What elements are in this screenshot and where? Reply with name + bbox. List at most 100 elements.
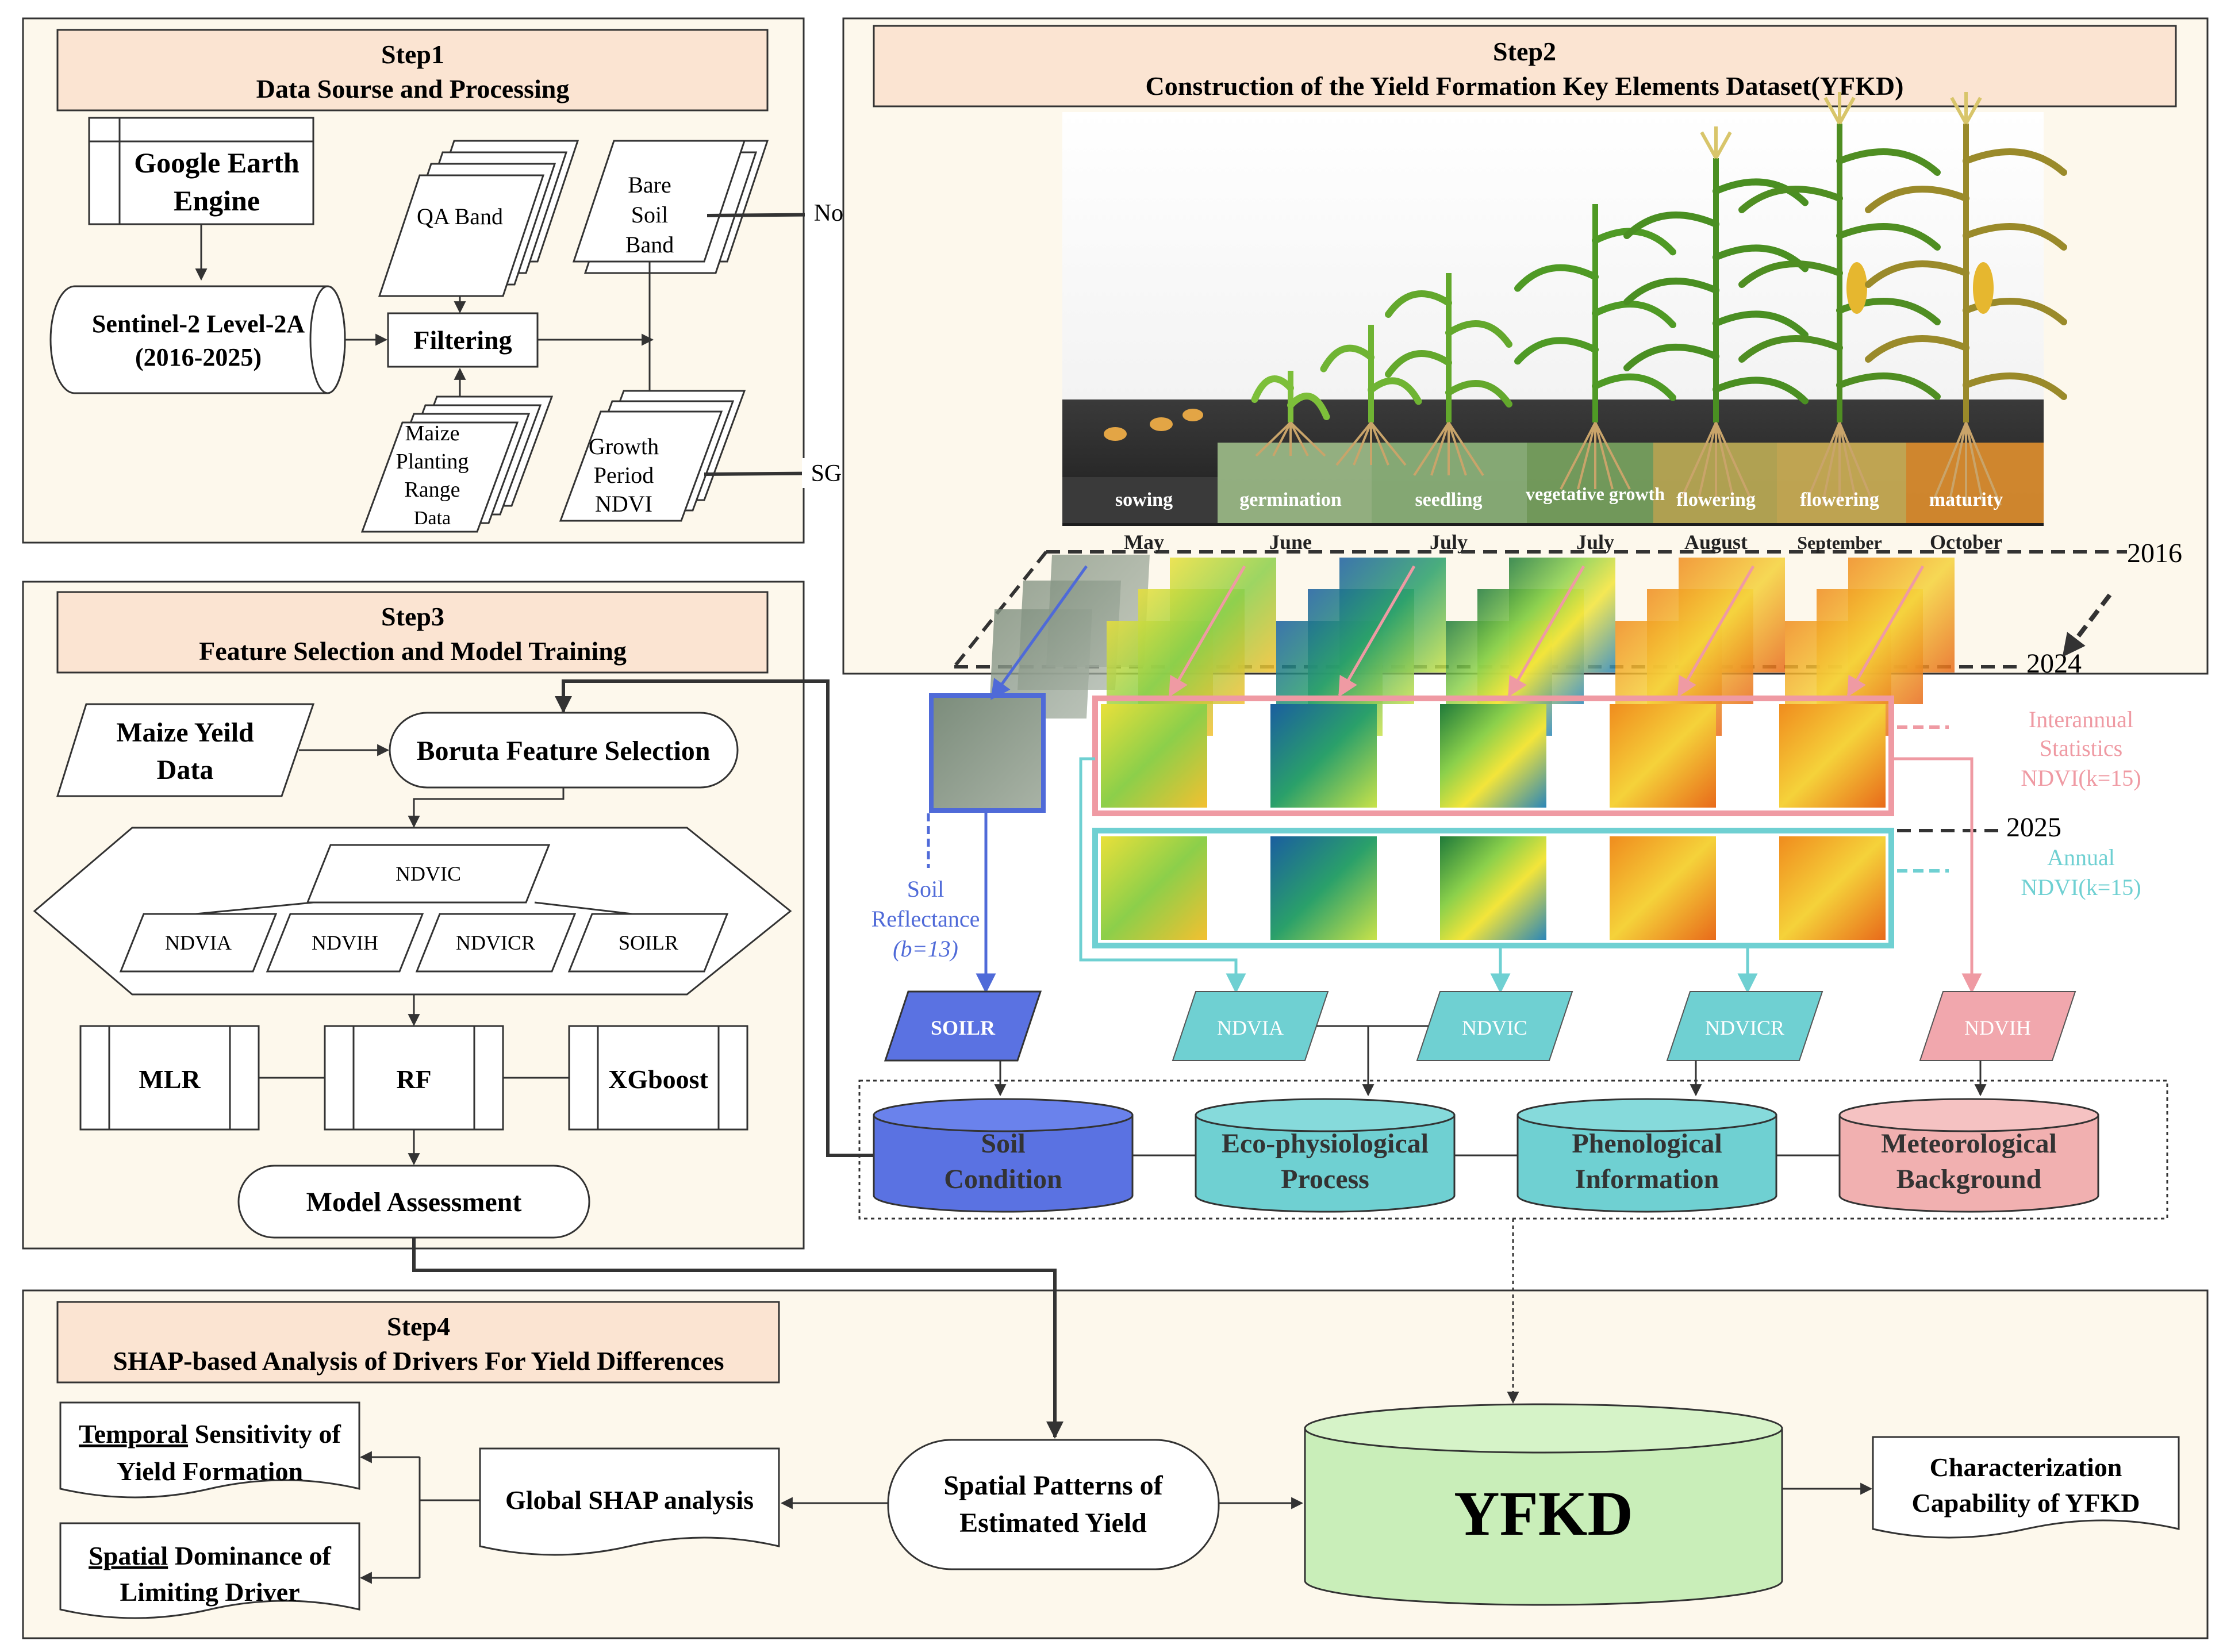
maize-yield-label-2: Data <box>157 755 214 785</box>
interannual-label-3: NDVI(k=15) <box>2021 765 2141 791</box>
characterization-doc: Characterization Capability of YFKD <box>1872 1436 2180 1539</box>
sentinel-label-1: Sentinel-2 Level-2A <box>92 310 305 338</box>
global-shap-doc: Global SHAP analysis <box>479 1447 780 1556</box>
svg-text:Spatial Dominance of: Spatial Dominance of <box>89 1541 331 1570</box>
step2-title: Step2 <box>1493 37 1556 66</box>
ndvic-tag: NDVIC <box>1462 1016 1527 1039</box>
meteorological-cylinder: Meteorological Background <box>1838 1098 2099 1213</box>
selected-features-hexagon: NDVIC NDVIA NDVIH NDVICR SOILR <box>33 827 792 996</box>
spatial-patterns-label-1: Spatial Patterns of <box>943 1470 1163 1501</box>
filtering-box: Filtering <box>387 312 539 368</box>
ndvia-feature-label: NDVIA <box>165 931 232 954</box>
sentinel-2-cylinder: Sentinel-2 Level-2A (2016-2025) <box>49 285 346 394</box>
temporal-underline-word: Temporal <box>79 1419 188 1449</box>
maize-yield-data-box: Maize Yeild Data <box>56 703 315 797</box>
maize-plant-3 <box>1514 204 1676 490</box>
maize-growth-illustration <box>1062 92 2067 526</box>
month-label-4: August <box>1684 531 1748 554</box>
step3-panel: Step3 Feature Selection and Model Traini… <box>22 581 805 1250</box>
phenological-label-2: Information <box>1575 1164 1719 1194</box>
ndvia-tag: NDVIA <box>1217 1016 1284 1039</box>
annual-label-2: NDVI(k=15) <box>2021 874 2141 900</box>
step1-panel: Step1 Data Sourse and Processing Google … <box>22 17 805 544</box>
step2-subtitle: Construction of the Yield Formation Key … <box>1146 71 1904 101</box>
qa-band-label: QA Band <box>417 203 503 229</box>
step4-subtitle: SHAP-based Analysis of Drivers For Yield… <box>113 1346 724 1376</box>
spatial-dom-label-2: Limiting Driver <box>120 1577 300 1607</box>
maize-plant-1 <box>1320 325 1422 466</box>
month-label-2: July <box>1430 531 1468 554</box>
boruta-feature-selection-box: Boruta Feature Selection <box>389 712 739 789</box>
stage-label-4: flowering <box>1676 489 1756 510</box>
phenological-label-1: Phenological <box>1572 1128 1722 1159</box>
stage-label-6: maturity <box>1929 489 2003 510</box>
soil-condition-label-1: Soil <box>981 1128 1025 1159</box>
characterization-label-1: Characterization <box>1930 1453 2122 1482</box>
spatial-patterns-label-2: Estimated Yield <box>959 1508 1147 1538</box>
meteorological-label-2: Background <box>1896 1164 2042 1194</box>
model-assessment-box: Model Assessment <box>237 1165 590 1239</box>
interannual-label-2: Statistics <box>2040 735 2122 761</box>
gee-label-1: Google Earth <box>134 147 300 179</box>
characterization-label-2: Capability of YFKD <box>1912 1488 2140 1517</box>
month-label-5: September <box>1797 532 1882 553</box>
stage-label-0: sowing <box>1115 489 1173 510</box>
svg-text:Temporal Sensitivity of: Temporal Sensitivity of <box>79 1419 341 1449</box>
maize-plant-2 <box>1385 273 1512 477</box>
google-earth-engine-box: Google Earth Engine <box>88 117 314 225</box>
soil-refl-label-1: Soil <box>907 876 944 902</box>
bare-soil-label-2: Soil <box>631 202 668 228</box>
mlr-label: MLR <box>139 1065 201 1094</box>
year-2024-label: 2024 <box>2026 648 2082 679</box>
step2-panel: Step2 Construction of the Yield Formatio… <box>842 17 2209 675</box>
maize-range-label-3: Range <box>404 478 460 502</box>
eco-physiological-label-1: Eco-physiological <box>1222 1128 1429 1159</box>
stage-label-1: germination <box>1239 489 1342 510</box>
month-label-1: June <box>1269 531 1312 554</box>
bare-soil-label-1: Bare <box>628 172 671 198</box>
maize-range-stack: Maize Planting Range Data <box>360 395 554 533</box>
model-assessment-label: Model Assessment <box>306 1187 522 1217</box>
rf-label: RF <box>396 1065 431 1094</box>
feature-connectors <box>1079 757 1982 994</box>
yfkd-label: YFKD <box>1454 1478 1633 1549</box>
soil-refl-label-3: (b=13) <box>893 936 958 962</box>
step1-title: Step1 <box>381 40 444 69</box>
meteorological-label-1: Meteorological <box>1881 1128 2057 1159</box>
xgboost-label: XGboost <box>608 1065 708 1094</box>
filtering-label: Filtering <box>413 325 512 355</box>
step3-title: Step3 <box>381 602 444 631</box>
maize-plant-5 <box>1738 92 1941 506</box>
models-row: MLR RF XGboost <box>79 1025 748 1131</box>
ndvih-feature-label: NDVIH <box>312 931 378 954</box>
growth-ndvi-label-3: NDVI <box>595 491 652 517</box>
temporal-rest: Sensitivity of <box>188 1419 341 1449</box>
sentinel-label-2: (2016-2025) <box>135 343 262 371</box>
global-shap-label: Global SHAP analysis <box>505 1485 754 1515</box>
stage-label-2: seedling <box>1415 489 1482 510</box>
maize-plant-6 <box>1865 92 2067 506</box>
soil-refl-label-2: Reflectance <box>871 906 980 932</box>
temporal-label-2: Yield Formation <box>117 1457 303 1486</box>
step2-feature-tags: SOILR NDVIA NDVIC NDVICR NDVIH <box>884 990 2076 1097</box>
yfkd-cylinder: YFKD <box>1304 1403 1783 1606</box>
spatial-underline-word: Spatial <box>89 1541 168 1570</box>
temporal-sensitivity-doc: Temporal Sensitivity of Yield Formation <box>59 1401 360 1499</box>
step4-panel: Step4 SHAP-based Analysis of Drivers For… <box>22 1289 2209 1639</box>
month-label-3: July <box>1576 531 1614 554</box>
spatial-patterns-box: Spatial Patterns of Estimated Yield <box>887 1439 1220 1570</box>
key-element-categories: Soil Condition Eco-physiological Process… <box>858 1079 2168 1220</box>
soil-condition-label-2: Condition <box>944 1164 1062 1194</box>
satellite-imagery-stack: 2016 2024 2025 Interannual Statistics ND… <box>929 538 2182 948</box>
soil-to-boruta-connector <box>555 679 874 1157</box>
ndvicr-feature-label: NDVICR <box>456 931 535 954</box>
annual-label-1: Annual <box>2047 844 2115 870</box>
ndvicr-tag: NDVICR <box>1705 1016 1784 1039</box>
maize-range-label-1: Maize <box>405 421 460 445</box>
bare-soil-band-stack: Bare Soil Band <box>572 140 769 274</box>
year-2025-label: 2025 <box>2006 812 2061 843</box>
maize-yield-label-1: Maize Yeild <box>116 717 254 748</box>
